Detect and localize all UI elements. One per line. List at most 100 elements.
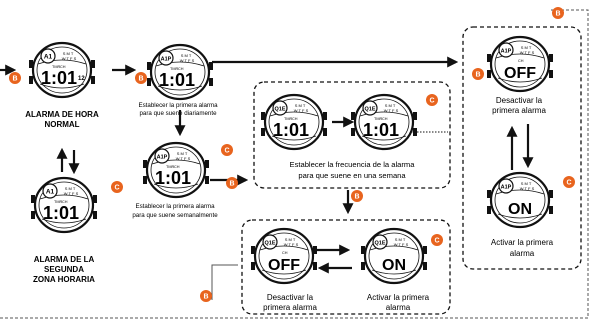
svg-text:C: C	[114, 185, 119, 192]
svg-text:W T F S: W T F S	[394, 242, 409, 247]
svg-text:CH: CH	[292, 117, 298, 121]
svg-text:W T F S: W T F S	[180, 58, 195, 63]
label-daily-2: para que suene diariamente	[139, 110, 217, 117]
svg-text:C: C	[429, 98, 434, 105]
svg-text:1:01: 1:01	[273, 120, 309, 140]
svg-text:TMR: TMR	[52, 65, 60, 69]
svg-text:A1P: A1P	[161, 57, 172, 63]
svg-text:S M T: S M T	[521, 181, 532, 186]
label-activate-right-2: alarma	[510, 249, 535, 258]
button-b-right-top[interactable]	[552, 7, 564, 19]
svg-text:B: B	[354, 194, 359, 201]
label-deactivate-bottom-1: Desactivar la	[267, 293, 314, 302]
svg-text:TMR: TMR	[284, 117, 292, 121]
label-deactivate-right-1: Desactivar la	[496, 96, 543, 105]
svg-text:S M T: S M T	[385, 103, 396, 108]
button-c-weekly[interactable]	[221, 144, 233, 156]
line-bottom-b	[211, 264, 238, 300]
svg-text:S M T: S M T	[63, 51, 74, 56]
button-b-1[interactable]	[9, 72, 21, 84]
svg-text:CH: CH	[382, 117, 388, 121]
svg-text:ON: ON	[382, 257, 406, 274]
label-activate-right-1: Activar la primera	[491, 238, 554, 247]
button-c-second-zone[interactable]	[111, 181, 123, 193]
svg-text:W T F S: W T F S	[294, 108, 309, 113]
svg-text:A1P: A1P	[157, 155, 168, 161]
svg-text:12: 12	[78, 76, 85, 82]
frequency-group-frame	[253, 81, 451, 189]
label-frequency-1: Establecer la frecuencia de la alarma	[290, 160, 416, 169]
watch-normal-alarm: A1 S M T W T F S TMR CH 1:01 12	[27, 41, 97, 99]
label-frequency-2: para que suene en una semana	[298, 171, 406, 180]
svg-text:C: C	[434, 238, 439, 245]
label-activate-bottom-1: Activar la primera	[367, 293, 430, 302]
button-b-weekly[interactable]	[226, 177, 238, 189]
label-second-zone-1: ALARMA DE LA	[34, 255, 95, 264]
svg-text:B: B	[12, 76, 17, 83]
svg-text:S M T: S M T	[395, 237, 406, 242]
watch-right-on: A1P S M T W T F S ON	[485, 171, 555, 229]
button-b-frequency-down[interactable]	[351, 190, 363, 202]
svg-text:W T F S: W T F S	[64, 191, 79, 196]
button-b-right-left[interactable]	[472, 68, 484, 80]
svg-text:OFF: OFF	[504, 65, 536, 82]
button-c-bottom[interactable]	[431, 234, 443, 246]
svg-text:S M T: S M T	[177, 151, 188, 156]
label-daily-1: Establecer la primera alarma	[138, 102, 218, 109]
svg-text:S M T: S M T	[65, 186, 76, 191]
watch-second-zone: A1 S M T W T F S TMR CH 1:01	[29, 176, 99, 234]
label-weekly-1: Establecer la primera alarma	[135, 203, 215, 210]
toggle-right-group-frame	[462, 26, 582, 270]
svg-text:S M T: S M T	[285, 237, 296, 242]
label-deactivate-right-2: primera alarma	[492, 106, 546, 115]
svg-text:CH: CH	[518, 59, 524, 63]
watch-frequency-b: Q1E S M T W T F S TMR CH 1:01	[349, 93, 419, 151]
button-c-right[interactable]	[563, 176, 575, 188]
svg-text:A1P: A1P	[501, 185, 512, 191]
svg-text:B: B	[555, 11, 560, 18]
svg-text:TMR: TMR	[166, 165, 174, 169]
watch-weekly: A1P S M T W T F S TMR CH 1:01	[141, 141, 211, 199]
watch-frequency-a: Q1E S M T W T F S TMR CH 1:01	[259, 93, 329, 151]
label-deactivate-bottom-2: primera alarma	[263, 303, 317, 312]
svg-text:S M T: S M T	[521, 45, 532, 50]
button-b-bottom-left[interactable]	[200, 290, 212, 302]
svg-text:B: B	[229, 181, 234, 188]
label-activate-bottom-2: alarma	[386, 303, 411, 312]
svg-text:1:01: 1:01	[155, 168, 191, 188]
button-b-2[interactable]	[135, 72, 147, 84]
svg-text:1:01: 1:01	[159, 70, 195, 90]
svg-text:CH: CH	[174, 165, 180, 169]
svg-text:ON: ON	[508, 201, 532, 218]
svg-text:S M T: S M T	[295, 103, 306, 108]
svg-text:W T F S: W T F S	[176, 156, 191, 161]
toggle-bottom-group-frame	[241, 219, 451, 315]
button-c-frequency[interactable]	[426, 94, 438, 106]
label-normal-alarm-1: ALARMA DE HORA	[25, 110, 99, 119]
svg-text:CH: CH	[178, 67, 184, 71]
svg-text:W T F S: W T F S	[520, 186, 535, 191]
label-weekly-2: para que suene semanalmente	[132, 212, 218, 219]
svg-text:Q1E: Q1E	[264, 241, 275, 247]
label-normal-alarm-2: NORMAL	[44, 120, 79, 129]
svg-text:A1: A1	[44, 54, 53, 61]
svg-text:Q1E: Q1E	[374, 241, 385, 247]
svg-text:W T F S: W T F S	[284, 242, 299, 247]
watch-daily: A1P S M T W T F S TMR CH 1:01	[145, 43, 215, 101]
svg-text:TMR: TMR	[54, 200, 62, 204]
outer-dashed-frame	[0, 9, 589, 319]
svg-text:B: B	[475, 72, 480, 79]
label-second-zone-3: ZONA HORARIA	[33, 275, 95, 284]
svg-text:TMR: TMR	[374, 117, 382, 121]
svg-text:CH: CH	[62, 200, 68, 204]
svg-text:A1P: A1P	[501, 49, 512, 55]
svg-text:CH: CH	[60, 65, 66, 69]
svg-text:C: C	[566, 180, 571, 187]
svg-text:1:01: 1:01	[43, 203, 79, 223]
watch-bottom-off: Q1E S M T W T F S CH OFF	[249, 227, 319, 285]
watch-right-off: A1P S M T W T F S CH OFF	[485, 35, 555, 93]
svg-text:W T F S: W T F S	[384, 108, 399, 113]
svg-text:B: B	[138, 76, 143, 83]
svg-text:A1: A1	[46, 189, 55, 196]
